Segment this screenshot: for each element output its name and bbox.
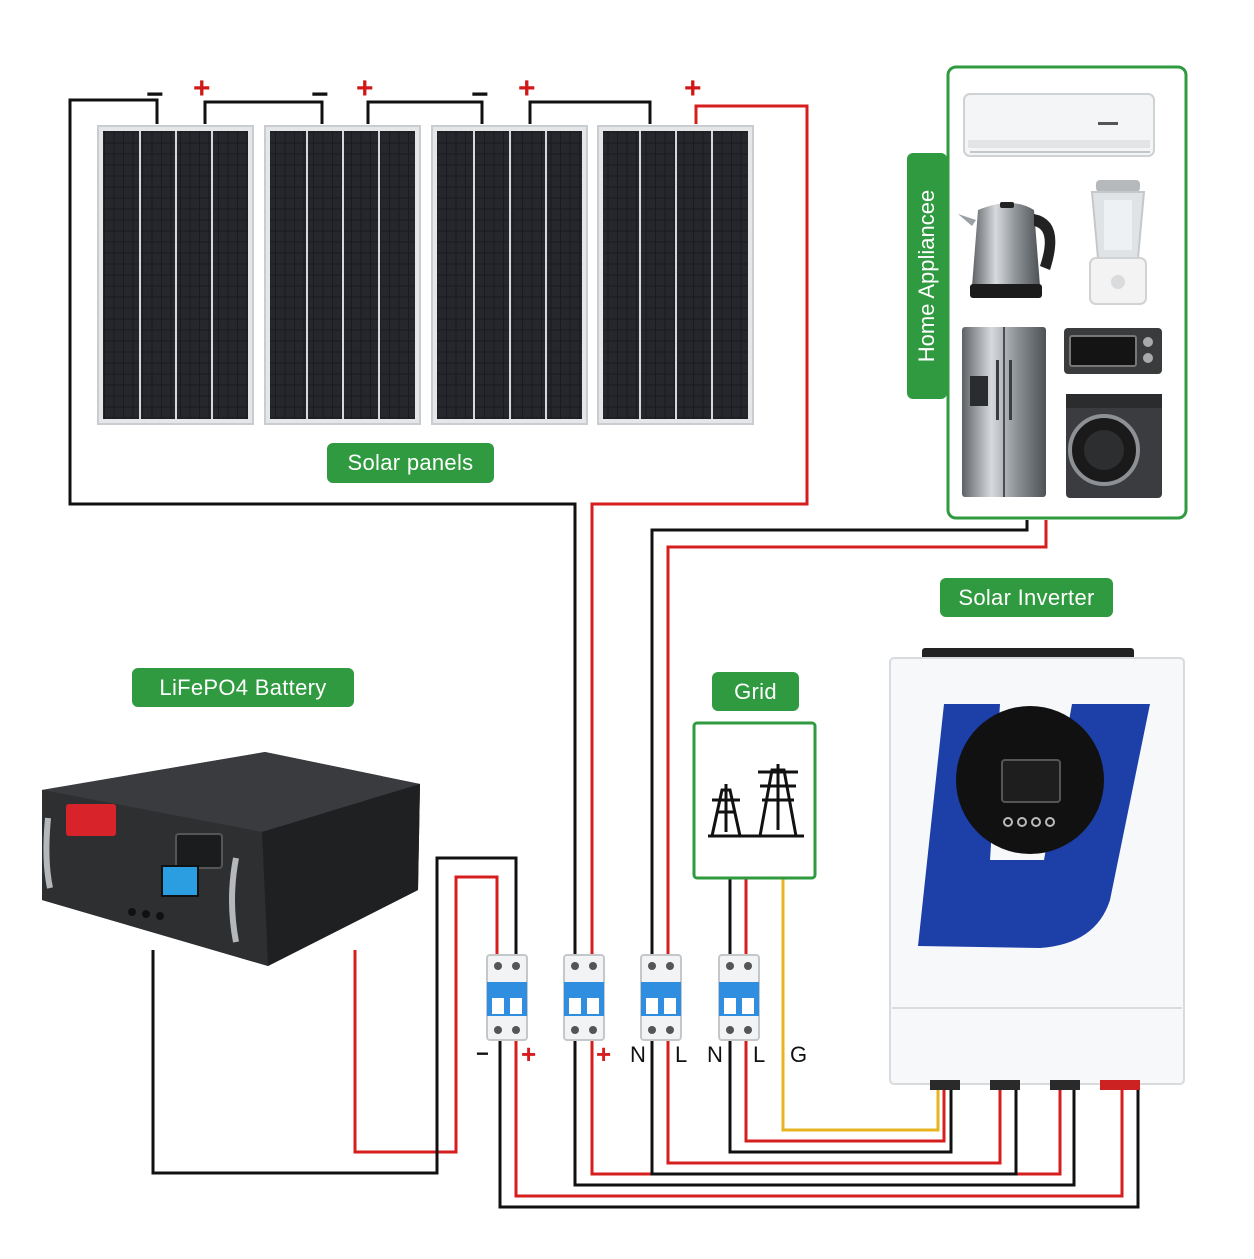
washing-machine-icon [1066,394,1162,498]
solar-panel-icon [431,125,588,425]
terminal-pv-positive: + [596,1039,612,1069]
transmission-tower-icon [708,764,804,838]
home-appliances-panel [946,65,1188,520]
blender-icon [1089,180,1147,305]
circuit-breaker-icon [640,954,682,1041]
solar-panel-icon [597,125,754,425]
solar-panel-array [97,125,754,425]
solar-inverter-label: Solar Inverter [940,578,1113,617]
home-appliances-label: Home Appliancee [907,153,947,399]
panel-3-negative: − [471,78,489,111]
circuit-breaker-icon [486,954,528,1041]
battery-icon [42,752,420,966]
panel-2-negative: − [311,78,329,111]
terminal-grid-n: N [707,1042,723,1067]
circuit-breakers [486,954,760,1041]
home-appliances-label-text: Home Appliancee [914,189,940,363]
oven-icon [1064,328,1162,374]
air-conditioner-icon [963,93,1155,157]
circuit-breaker-icon [718,954,760,1041]
terminal-grid-g: G [790,1042,808,1067]
panel-4-positive: + [684,72,702,105]
inverter-icon [889,648,1185,1090]
terminal-load-l: L [675,1042,688,1067]
terminal-grid-l: L [753,1042,766,1067]
wiring [68,98,1140,1209]
grid-panel [692,721,817,880]
solar-panel-icon [97,125,254,425]
panel-1-negative: − [146,78,164,111]
panel-1-positive: + [193,72,211,105]
solar-panel-icon [264,125,421,425]
panel-2-positive: + [356,72,374,105]
terminal-load-n: N [630,1042,646,1067]
terminal-battery-negative: − [476,1041,489,1066]
kettle-icon [958,202,1056,298]
battery-label: LiFePO4 Battery [132,668,354,707]
panel-3-positive: + [518,72,536,105]
circuit-breaker-icon [563,954,605,1041]
refrigerator-icon [962,327,1046,497]
grid-label: Grid [712,672,799,711]
solar-panels-label: Solar panels [327,443,494,483]
terminal-battery-positive: + [521,1039,537,1069]
